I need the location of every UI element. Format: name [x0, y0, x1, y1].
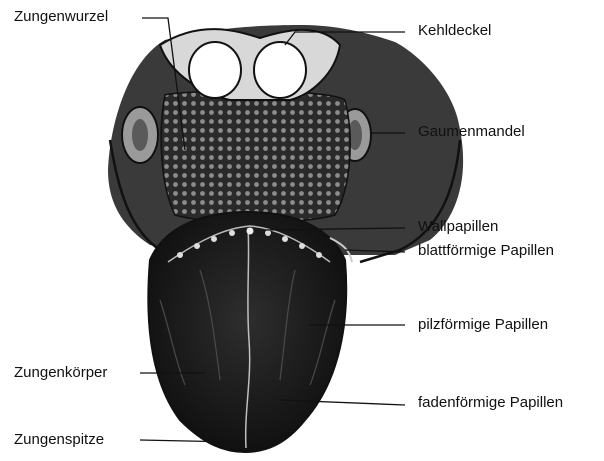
label-kehldeckel: Kehldeckel — [418, 22, 491, 40]
label-zungenkoerper: Zungenkörper — [14, 364, 107, 382]
label-gaumenmandel: Gaumenmandel — [418, 123, 525, 141]
zungenwurzel-area — [161, 91, 350, 222]
label-wallpapillen: Wallpapillen — [418, 218, 498, 236]
label-fadenfoermige-papillen: fadenförmige Papillen — [418, 394, 568, 412]
label-blattfoermige-papillen: blattförmige Papillen — [418, 242, 554, 260]
zungenkoerper-shape — [148, 212, 346, 452]
label-zungenwurzel: Zungenwurzel — [14, 8, 108, 26]
label-pilzfoermige-papillen: pilzförmige Papillen — [418, 316, 548, 334]
gaumenmandel-left — [122, 107, 158, 163]
label-zungenspitze: Zungenspitze — [14, 431, 104, 449]
